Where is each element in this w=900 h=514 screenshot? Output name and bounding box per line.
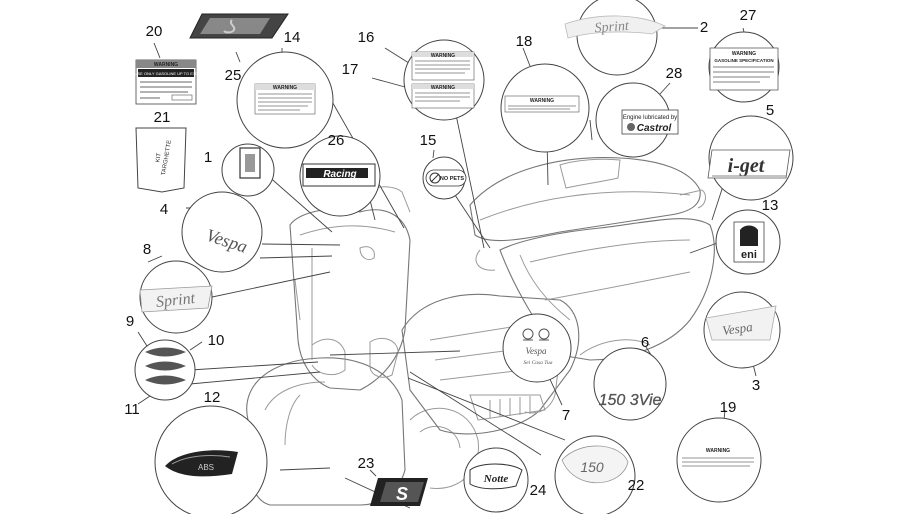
racing-text: Racing — [323, 169, 356, 180]
use-only-gasoline-text: USE ONLY GASOLINE UP TO E10 — [135, 71, 199, 76]
callout-14: 14 — [284, 29, 301, 46]
warning-label-14: WARNING — [273, 85, 297, 91]
eni-text: eni — [741, 249, 757, 261]
decal-20-fuel-warning: WARNING USE ONLY GASOLINE UP TO E10 — [135, 59, 199, 105]
callout-18: 18 — [516, 33, 533, 50]
callout-3: 3 — [752, 377, 760, 394]
sprint-script-8: Sprint — [155, 290, 196, 311]
callout-22: 22 — [628, 477, 645, 494]
abs-text: ABS — [198, 463, 214, 472]
callout-11: 11 — [124, 401, 140, 418]
callout-19: 19 — [720, 399, 737, 416]
callout-27: 27 — [740, 7, 757, 24]
callout-7: 7 — [562, 407, 570, 424]
warning-label-19: WARNING — [706, 448, 730, 454]
decal-17-warning: WARNING — [411, 83, 475, 109]
decal-27-gasoline-spec: WARNING GASOLINE SPECIFICATION — [709, 47, 779, 91]
no-pets-text: NO PETS — [440, 176, 464, 182]
callout-12: 12 — [204, 389, 221, 406]
callout-21: 21 — [154, 109, 171, 126]
decal-1-emblem — [239, 147, 261, 179]
decal-13-eni: eni — [733, 221, 765, 263]
warning-label: WARNING — [154, 62, 178, 68]
callout-6: 6 — [641, 334, 649, 351]
callout-20: 20 — [146, 23, 163, 40]
decal-14-warning: WARNING — [254, 83, 316, 115]
decal-25-plate — [189, 13, 289, 39]
decal-12-abs: ABS — [165, 450, 238, 477]
callout-17: 17 — [342, 61, 359, 78]
warning-label-16: WARNING — [431, 53, 455, 59]
callout-numbers: 20 25 14 16 17 18 2 27 28 5 21 1 26 15 1… — [124, 7, 778, 499]
vespa-cartoon-text: Vespa — [526, 346, 547, 356]
decal-22-150: 150 — [561, 445, 629, 484]
callout-16: 16 — [358, 29, 375, 46]
decal-26-racing: Racing — [302, 163, 376, 187]
decal-21-kit-targhette: KIT TARGHETTE — [135, 127, 187, 193]
iget-text: i-get — [728, 155, 766, 177]
callout-13: 13 — [762, 197, 779, 214]
decal-15-no-pets: NO PETS — [425, 169, 467, 187]
decal-24-notte: Notte — [469, 463, 523, 490]
decal-6-150-3vie: 150 3Vie — [598, 392, 662, 409]
callout-1: 1 — [204, 149, 212, 166]
callout-10: 10 — [208, 332, 225, 349]
decal-16-warning: WARNING — [411, 51, 475, 81]
decal-8-sprint: Sprint — [139, 285, 213, 313]
callout-5: 5 — [766, 102, 774, 119]
callout-28: 28 — [666, 65, 683, 82]
gasoline-spec-text: GASOLINE SPECIFICATION — [714, 58, 773, 63]
warning-label-18: WARNING — [530, 98, 554, 104]
decal-9-10-11-chevrons — [145, 347, 186, 385]
callout-15: 15 — [420, 132, 437, 149]
callout-8: 8 — [143, 241, 151, 258]
callout-4: 4 — [160, 201, 168, 218]
castrol-line1: Engine lubricated by — [623, 115, 677, 121]
callout-2: 2 — [700, 19, 708, 36]
sprint-script-2: Sprint — [594, 19, 630, 36]
vespa-cartoon-sub: Sei Casa Tua — [523, 360, 552, 366]
castrol-line2: Castrol — [637, 123, 672, 134]
callout-24: 24 — [530, 482, 547, 499]
decal-2-sprint: Sprint — [564, 15, 666, 39]
decal-28-castrol: Engine lubricated by Castrol — [621, 109, 679, 135]
s-badge-text: S — [396, 484, 408, 504]
kit-text: KIT — [155, 152, 163, 163]
callout-9: 9 — [126, 313, 134, 330]
callout-23: 23 — [358, 455, 375, 472]
model-150-3vie: 150 3Vie — [599, 392, 662, 409]
decal-23-s-badge: S — [370, 478, 428, 506]
callout-26: 26 — [328, 132, 345, 149]
warning-label-27: WARNING — [732, 51, 756, 57]
callout-25: 25 — [225, 67, 242, 84]
model-150: 150 — [580, 459, 604, 475]
decal-3-vespa: Vespa — [705, 305, 777, 341]
decal-19-warning: WARNING — [682, 448, 754, 467]
decal-18-warning: WARNING — [504, 95, 580, 113]
decal-7-vespa-cartoon: Vespa Sei Casa Tua — [522, 328, 553, 366]
warning-label-17: WARNING — [431, 85, 455, 91]
decal-5-iget: i-get — [707, 149, 791, 179]
notte-text: Notte — [483, 473, 509, 485]
vespa-script-3: Vespa — [721, 319, 754, 338]
